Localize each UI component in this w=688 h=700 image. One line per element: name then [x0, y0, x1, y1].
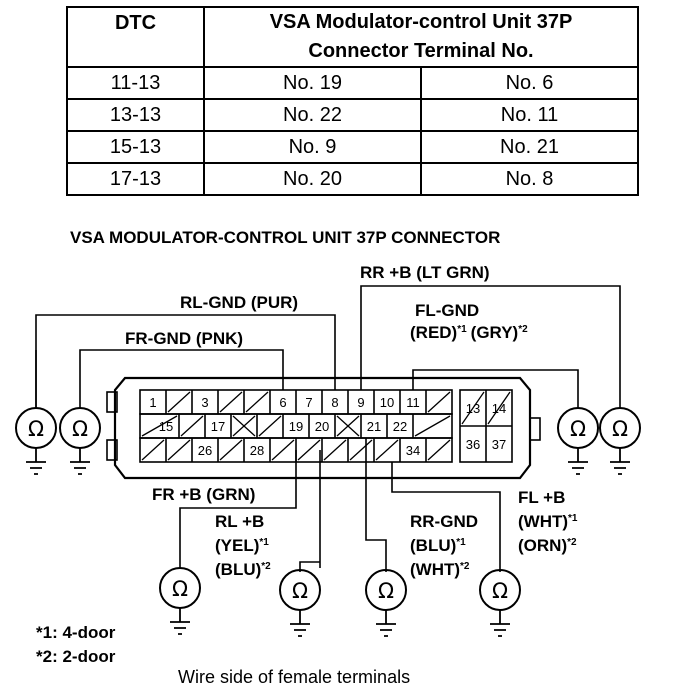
- pin-label: 26: [198, 443, 212, 458]
- table-row: 15-13 No. 9 No. 21: [66, 130, 639, 164]
- dtc-cell: 11-13: [66, 66, 205, 100]
- header-dtc: DTC: [66, 6, 205, 68]
- diagram-title: VSA MODULATOR-CONTROL UNIT 37P CONNECTOR: [70, 228, 500, 247]
- label-fl-b-wht: (WHT)*1: [518, 512, 578, 531]
- ohm-icon: Ω: [492, 579, 508, 603]
- ohm-icon: Ω: [612, 417, 628, 441]
- ohm-icon: Ω: [28, 417, 44, 441]
- terminal-cell: No. 19: [203, 66, 422, 100]
- note-2door: *2: 2-door: [36, 647, 116, 666]
- label-fr-b: FR +B (GRN): [152, 485, 255, 504]
- wire-fl-b: [391, 462, 501, 572]
- pin-label: 1: [149, 395, 156, 410]
- terminal-cell: No. 8: [420, 162, 639, 196]
- wire-fr-b: [179, 450, 297, 568]
- diagram-caption: Wire side of female terminals: [178, 667, 410, 687]
- table-row: 11-13 No. 19 No. 6: [66, 66, 639, 100]
- pin-label: 34: [406, 443, 420, 458]
- label-fr-gnd: FR-GND (PNK): [125, 329, 243, 348]
- label-rr-gnd-wht: (WHT)*2: [410, 560, 470, 579]
- pin-label: 3: [201, 395, 208, 410]
- ohm-icon: Ω: [378, 579, 394, 603]
- wire-fr-gnd: [79, 349, 284, 408]
- header-terminal-line2: Connector Terminal No.: [203, 36, 639, 68]
- pin-label: 8: [331, 395, 338, 410]
- pin-label: 36: [466, 437, 480, 452]
- pin-label: 13: [466, 401, 480, 416]
- ohm-icon: Ω: [172, 577, 188, 601]
- pin-label: 7: [305, 395, 312, 410]
- label-fl-gnd-colors: (RED)*1(GRY)*2: [410, 323, 528, 342]
- ohm-icon: Ω: [570, 417, 586, 441]
- pin-label: 10: [380, 395, 394, 410]
- label-fl-b-orn: (ORN)*2: [518, 536, 577, 555]
- label-rl-gnd: RL-GND (PUR): [180, 293, 298, 312]
- pin-label: 15: [159, 419, 173, 434]
- terminal-cell: No. 21: [420, 130, 639, 164]
- note-4door: *1: 4-door: [36, 623, 116, 642]
- pin-label: 19: [289, 419, 303, 434]
- dtc-cell: 13-13: [66, 98, 205, 132]
- label-rl-b-blu: (BLU)*2: [215, 560, 271, 579]
- pin-label: 21: [367, 419, 381, 434]
- terminal-cell: No. 11: [420, 98, 639, 132]
- ohm-icon: Ω: [72, 417, 88, 441]
- pin-label: 14: [492, 401, 506, 416]
- label-fl-gnd: FL-GND: [415, 301, 479, 320]
- pin-label: 9: [357, 395, 364, 410]
- wire-rl-gnd: [35, 314, 336, 408]
- pin-label: 22: [393, 419, 407, 434]
- pin-label: 20: [315, 419, 329, 434]
- terminal-cell: No. 9: [203, 130, 422, 164]
- terminal-cell: No. 22: [203, 98, 422, 132]
- terminal-cell: No. 20: [203, 162, 422, 196]
- dtc-table: DTC VSA Modulator-control Unit 37P Conne…: [66, 6, 639, 196]
- pin-label: 11: [406, 395, 420, 410]
- wire-rr-gnd: [365, 438, 387, 572]
- label-fl-b: FL +B: [518, 488, 565, 507]
- pin-label: 6: [279, 395, 286, 410]
- terminal-cell: No. 6: [420, 66, 639, 100]
- pin-label: 37: [492, 437, 506, 452]
- connector-housing: [113, 376, 532, 480]
- ohm-icon: Ω: [292, 579, 308, 603]
- header-terminal-line1: VSA Modulator-control Unit 37P: [203, 6, 639, 36]
- dtc-cell: 17-13: [66, 162, 205, 196]
- label-rr-gnd-blu: (BLU)*1: [410, 536, 466, 555]
- dtc-cell: 15-13: [66, 130, 205, 164]
- table-row: 13-13 No. 22 No. 11: [66, 98, 639, 132]
- label-rl-b-yel: (YEL)*1: [215, 536, 269, 555]
- table-row: 17-13 No. 20 No. 8: [66, 162, 639, 196]
- ground-symbols: [26, 448, 630, 637]
- wire-rr-b: [360, 285, 621, 408]
- label-rr-b: RR +B (LT GRN): [360, 263, 490, 282]
- label-rl-b: RL +B: [215, 512, 264, 531]
- label-rr-gnd: RR-GND: [410, 512, 478, 531]
- pin-label: 28: [250, 443, 264, 458]
- wire-fl-gnd: [412, 369, 579, 408]
- pin-label: 17: [211, 419, 225, 434]
